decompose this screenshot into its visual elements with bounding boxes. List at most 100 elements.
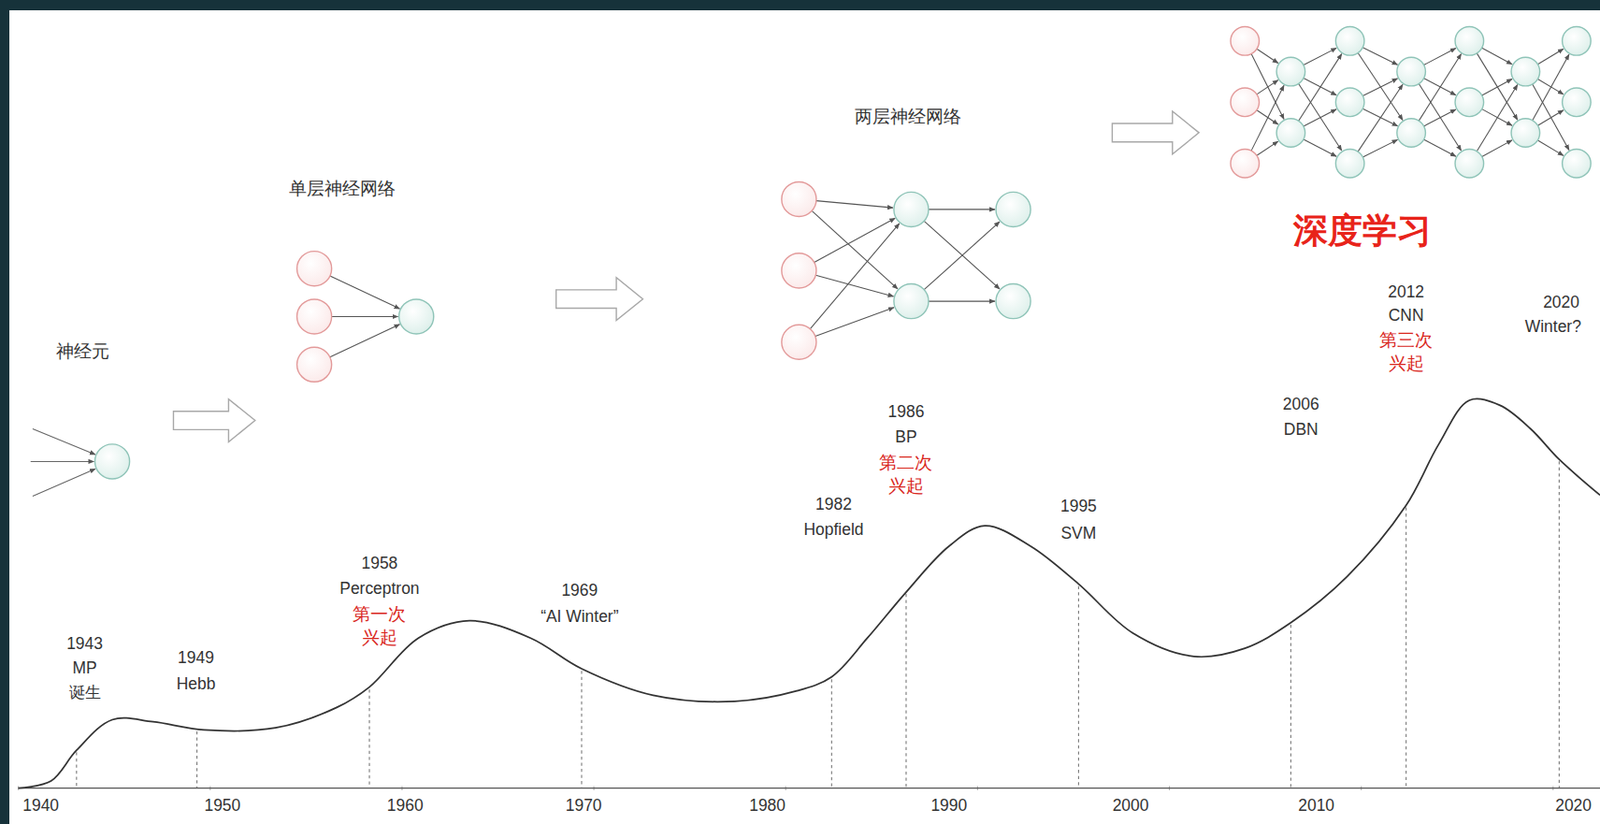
input-neuron [297,299,332,334]
axis-year: 1980 [749,794,786,818]
neuron [1562,27,1592,57]
stage-label: 单层神经网络 [288,176,396,202]
neuron [1562,149,1592,179]
event-label: 2012 [1387,281,1425,304]
two-layer-stage: 两层神经网络 [642,97,1112,378]
event-label: 1969 [561,579,598,603]
synapse-line [1303,139,1337,157]
rise-note: 第一次 兴起 [348,602,412,649]
input-neuron [781,324,817,360]
synapse-line [1476,85,1518,152]
input-neuron [781,181,817,217]
event-label: DBN [1283,418,1319,442]
input-line [30,461,95,462]
event-label: 1958 [361,552,399,576]
stage-title: 深度学习 [1293,207,1432,255]
event-label: Hebb [176,673,217,696]
axis-year: 1990 [930,794,967,818]
axis-year: 1950 [203,794,241,818]
stage-label: 两层神经网络 [854,104,962,130]
event-dash [1290,624,1292,789]
neuron [1455,149,1485,179]
event-label: CNN [1388,304,1425,328]
axis-year: 1970 [565,794,603,818]
input-neuron [297,251,332,287]
axis-year: 2000 [1112,794,1150,818]
event-label: 2020 [1542,291,1580,315]
synapse-line [1424,109,1456,127]
neuron [893,284,929,319]
event-dash [1558,461,1560,788]
input-neuron [1230,149,1260,179]
synapse-line [1303,47,1337,65]
synapse-line [330,275,401,309]
synapse-line [1256,141,1279,156]
synapse-line [815,274,894,297]
neuron [1455,87,1485,117]
synapse-line [1303,109,1337,127]
neuron [1511,57,1541,87]
synapse-line [923,221,1000,290]
event-dash [75,751,77,788]
input-neuron [1230,27,1260,57]
synapse-line [1298,54,1342,122]
event-label: 2006 [1282,393,1320,417]
event-label: “AI Winter” [540,605,619,629]
neuron [995,191,1031,227]
event-label: MP [72,657,97,680]
event-dash [1078,586,1080,789]
input-neuron [781,253,817,289]
hollow-arrow [556,277,644,321]
input-neuron [297,346,332,382]
neuron [1397,57,1427,87]
neuron-stage: 神经元 [25,331,173,501]
synapse-line [1256,80,1279,95]
neuron [1335,27,1365,57]
event-label: 1943 [66,633,103,656]
axis-year: 1960 [387,794,424,818]
neuron [1455,27,1485,57]
event-dash [580,670,582,788]
synapse-line [923,220,1000,289]
time-axis [18,787,1600,789]
trend-curve [18,398,1600,788]
synapse-line [1482,140,1513,158]
hollow-arrow [1111,111,1199,155]
synapse-line [928,208,995,210]
synapse-line [331,316,399,318]
axis-year: 1940 [22,794,59,818]
event-label: Hopfield [804,518,865,542]
axis-year: 2020 [1555,794,1592,818]
synapse-line [1362,78,1398,97]
event-label: Winter? [1525,316,1582,339]
synapse-line [1537,48,1563,64]
synapse-line [1362,139,1398,158]
input-line [32,468,96,496]
synapse-line [814,217,896,262]
single-layer-stage: 单层神经网络 [255,168,557,389]
input-neuron [1230,87,1260,117]
event-label: SVM [1060,522,1096,546]
synapse-line [1256,48,1279,63]
deep-learning-stage: 深度学习 [1198,0,1600,256]
neuron [1335,87,1365,117]
stage-label: 神经元 [56,339,110,364]
synapse-line [1418,54,1461,121]
event-label: 1949 [177,647,215,670]
input-line [32,429,96,455]
synapse-line [330,324,401,358]
event-dash [831,678,833,788]
event-label: Perceptron [339,577,419,601]
neuron [94,444,130,479]
event-dash [196,731,198,789]
synapse-line [816,201,894,208]
neuron [1276,57,1306,87]
neuron [1335,149,1365,179]
event-label: 1986 [888,401,925,424]
hollow-arrow [172,399,255,443]
event-dash [1405,507,1407,789]
neuron [1562,87,1592,117]
neuron [995,284,1031,319]
synapse-line [1537,140,1563,156]
synapse-line [1482,78,1513,96]
